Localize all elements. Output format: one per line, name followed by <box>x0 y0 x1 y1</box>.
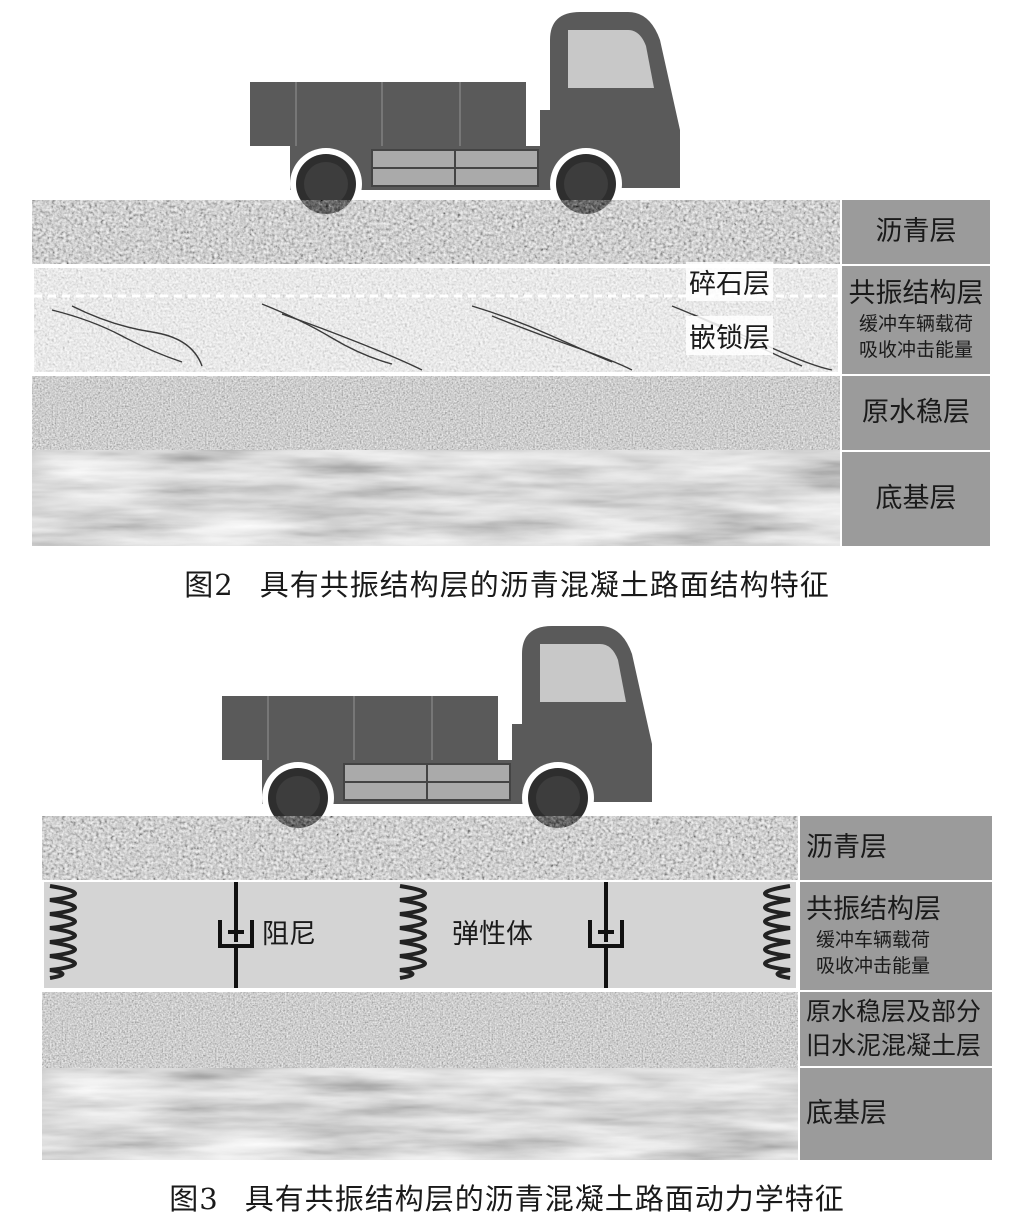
base-layer-2 <box>42 992 798 1068</box>
figure-2: 碎石层 嵌锁层 沥青层 共振结构层 缓冲车辆载荷 吸收冲击能量 原水稳层 底基层… <box>0 11 1014 604</box>
asphalt-label-2: 沥青层 <box>800 816 992 880</box>
resonance-layer-2 <box>42 880 798 990</box>
figure-2-number: 图2 <box>184 568 234 602</box>
spring-middle <box>399 884 427 980</box>
elastic-label: 弹性体 <box>452 919 533 950</box>
figure-2-caption: 图2 具有共振结构层的沥青混凝土路面结构特征 <box>0 562 1014 604</box>
resonance-label-text: 共振结构层 <box>848 278 984 309</box>
damper-1 <box>218 882 254 988</box>
damper-2 <box>588 882 624 988</box>
figure-3-caption: 图3 具有共振结构层的沥青混凝土路面动力学特征 <box>0 1176 1014 1218</box>
subgrade-label-text: 底基层 <box>875 483 957 514</box>
spring-right <box>763 884 791 980</box>
resonance-desc-2-1: 缓冲车辆载荷 <box>816 929 931 951</box>
resonance-label-2-text: 共振结构层 <box>806 894 941 925</box>
spring-left <box>49 884 77 980</box>
subgrade-label-2: 底基层 <box>800 1068 992 1160</box>
subgrade-layer <box>32 450 840 546</box>
subgrade-label: 底基层 <box>842 452 990 546</box>
subgrade-label-2-text: 底基层 <box>806 1098 887 1129</box>
asphalt-label-text: 沥青层 <box>875 216 957 247</box>
base-label-text: 原水稳层 <box>862 397 970 428</box>
spring-elements <box>49 884 791 980</box>
asphalt-label: 沥青层 <box>842 200 990 264</box>
damper-label: 阻尼 <box>262 919 316 950</box>
resonance-desc-1: 缓冲车辆载荷 <box>858 313 973 335</box>
truck-illustration-2 <box>221 625 653 835</box>
figure-3-title: 具有共振结构层的沥青混凝土路面动力学特征 <box>244 1182 845 1216</box>
resonance-desc-2-2: 吸收冲击能量 <box>816 955 931 977</box>
base-layer <box>32 376 840 450</box>
figure-2-title: 具有共振结构层的沥青混凝土路面结构特征 <box>259 568 830 602</box>
gravel-sublayer-label: 碎石层 <box>686 262 773 301</box>
resonance-desc-2: 吸收冲击能量 <box>858 339 973 361</box>
damper-elements <box>218 882 624 988</box>
resonance-label: 共振结构层 缓冲车辆载荷 吸收冲击能量 <box>842 266 990 374</box>
interlock-sublayer-label: 嵌锁层 <box>686 316 773 355</box>
asphalt-layer <box>32 200 840 264</box>
subgrade-layer-2 <box>42 1068 798 1160</box>
base-label-2-line2: 旧水泥混凝土层 <box>806 1031 982 1060</box>
base-label-2-line1: 原水稳层及部分 <box>806 997 982 1026</box>
asphalt-layer-2 <box>42 816 798 880</box>
figure-3-number: 图3 <box>169 1182 219 1216</box>
resonance-label-2: 共振结构层 缓冲车辆载荷 吸收冲击能量 <box>800 882 992 990</box>
base-label: 原水稳层 <box>842 376 990 450</box>
asphalt-label-2-text: 沥青层 <box>806 832 887 863</box>
base-label-2: 原水稳层及部分 旧水泥混凝土层 <box>800 992 992 1066</box>
